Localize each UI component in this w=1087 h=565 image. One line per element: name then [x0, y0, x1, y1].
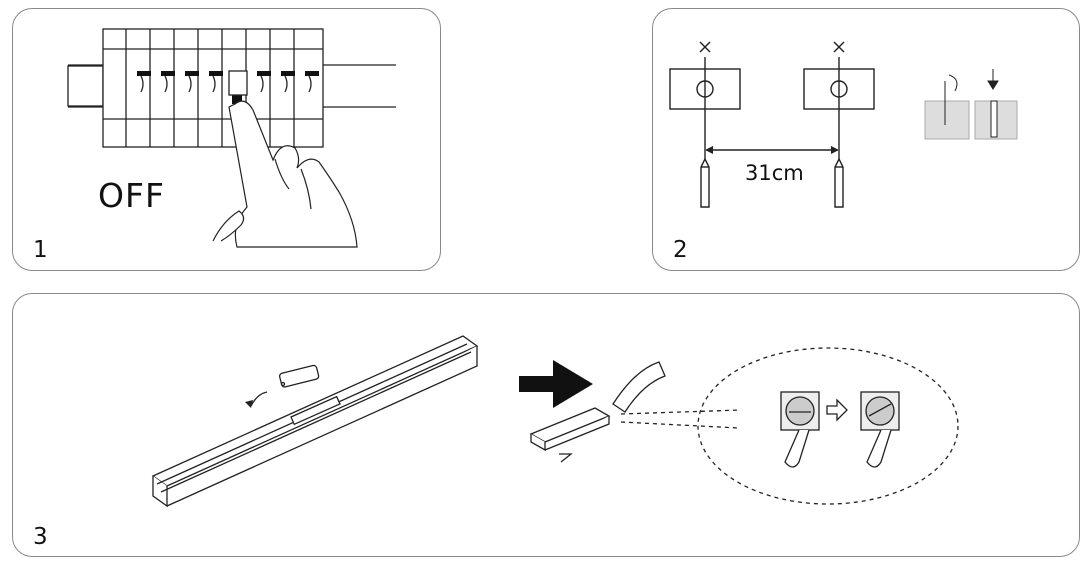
step-1-panel: OFF 1: [12, 8, 441, 271]
connector-icon: [278, 364, 320, 388]
installation-illustration: [151, 335, 959, 508]
connector-icon: [529, 407, 611, 452]
step-number: 3: [33, 524, 48, 550]
breaker-illustration: [67, 28, 396, 248]
arrow-right-icon: [519, 360, 593, 408]
drill-icon: [924, 74, 970, 140]
wall-plug-icon: [974, 69, 1018, 140]
off-label: OFF: [98, 176, 165, 215]
step-number: 2: [673, 237, 688, 263]
pencil-icon: [834, 157, 844, 208]
screw-terminal-icon: [780, 391, 900, 431]
distance-label: 31cm: [745, 161, 804, 185]
pencil-icon: [700, 157, 710, 208]
cable-icon: [559, 361, 666, 463]
step-2-panel: 31cm 2: [652, 8, 1080, 271]
light-bar-icon: [151, 335, 479, 508]
drilling-illustration: [669, 41, 1018, 208]
step-number: 1: [33, 237, 48, 263]
mounting-plate-icon: [803, 41, 875, 159]
step-3-panel: 3: [12, 293, 1080, 557]
mounting-plate-icon: [669, 41, 741, 159]
finger-icon: [212, 100, 358, 248]
